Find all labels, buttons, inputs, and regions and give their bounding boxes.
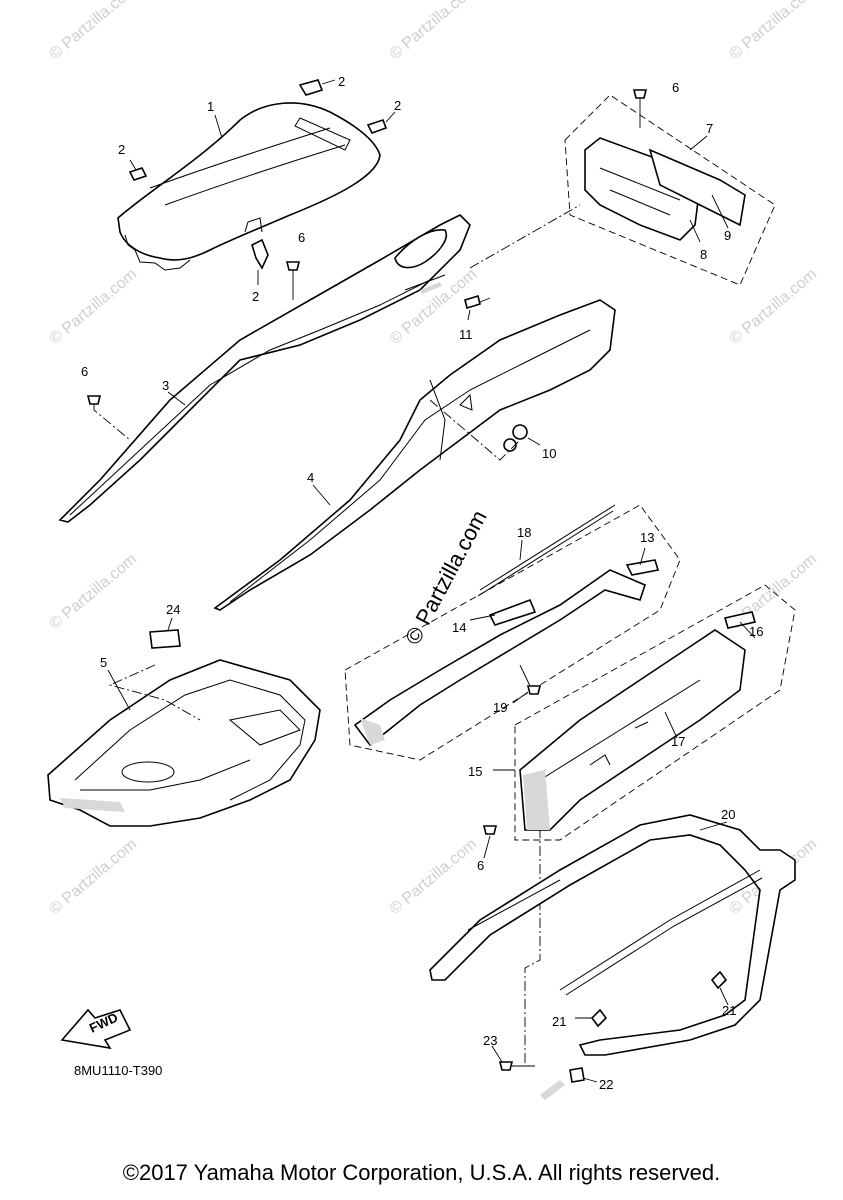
callout-2: 2 — [338, 74, 345, 89]
callout-14: 14 — [452, 620, 466, 635]
callout-23: 23 — [483, 1033, 497, 1048]
callout-13: 13 — [640, 530, 654, 545]
callout-16: 16 — [749, 624, 763, 639]
watermark: © Partzilla.com — [727, 266, 821, 348]
callout-17: 17 — [671, 734, 685, 749]
part-15-16-17-group — [514, 584, 796, 841]
callout-19: 19 — [493, 700, 507, 715]
callout-2: 2 — [394, 98, 401, 113]
callout-2: 2 — [118, 142, 125, 157]
callout-15: 15 — [468, 764, 482, 779]
callout-7: 7 — [706, 121, 713, 136]
callout-5: 5 — [100, 655, 107, 670]
callout-1: 1 — [207, 99, 214, 114]
part-2-clips — [128, 79, 396, 285]
callout-9: 9 — [724, 228, 731, 243]
callout-3: 3 — [162, 378, 169, 393]
part-7-8-9-rear-bracket — [564, 94, 776, 286]
watermark: © Partzilla.com — [47, 266, 141, 348]
part-10-11-fasteners — [464, 294, 528, 452]
callout-4: 4 — [307, 470, 314, 485]
part-24-label — [149, 629, 181, 649]
part-6-screws — [86, 89, 648, 835]
watermark: © Partzilla.com — [387, 836, 481, 918]
part-20-frame-rail — [429, 814, 796, 1056]
callout-8: 8 — [700, 247, 707, 262]
watermark: © Partzilla.com — [727, 0, 821, 63]
callout-21: 21 — [722, 1003, 736, 1018]
callout-6: 6 — [298, 230, 305, 245]
callout-24: 24 — [166, 602, 180, 617]
callout-6: 6 — [672, 80, 679, 95]
callout-11: 11 — [459, 327, 473, 342]
callout-22: 22 — [599, 1077, 613, 1092]
part-13-14-18-19-group — [344, 504, 681, 761]
watermark: © Partzilla.com — [47, 0, 141, 63]
callout-6: 6 — [477, 858, 484, 873]
fwd-arrow-icon: FWD — [60, 1008, 132, 1050]
callout-6: 6 — [81, 364, 88, 379]
callout-labels: 1 2 2 2 2 3 4 5 6 6 6 6 7 8 9 10 11 13 1… — [81, 74, 763, 1092]
callout-10: 10 — [542, 446, 556, 461]
guide-lines — [93, 204, 581, 1065]
callout-18: 18 — [517, 525, 531, 540]
callout-leaders — [107, 114, 756, 1083]
watermark: © Partzilla.com — [47, 551, 141, 633]
watermark: © Partzilla.com — [387, 0, 481, 63]
part-3-side-rail — [58, 214, 471, 523]
callout-20: 20 — [721, 807, 735, 822]
part-4-side-cover — [213, 299, 616, 611]
part-21-22-23-hardware — [498, 970, 728, 1100]
copyright-notice: ©2017 Yamaha Motor Corporation, U.S.A. A… — [122, 1160, 721, 1185]
part-1-hood-cover — [117, 102, 381, 271]
diagram-code: 8MU1110-T390 — [74, 1063, 163, 1078]
callout-21: 21 — [552, 1014, 566, 1029]
watermark: © Partzilla.com — [47, 836, 141, 918]
part-5-storage-tub — [47, 659, 321, 827]
callout-2: 2 — [252, 289, 259, 304]
